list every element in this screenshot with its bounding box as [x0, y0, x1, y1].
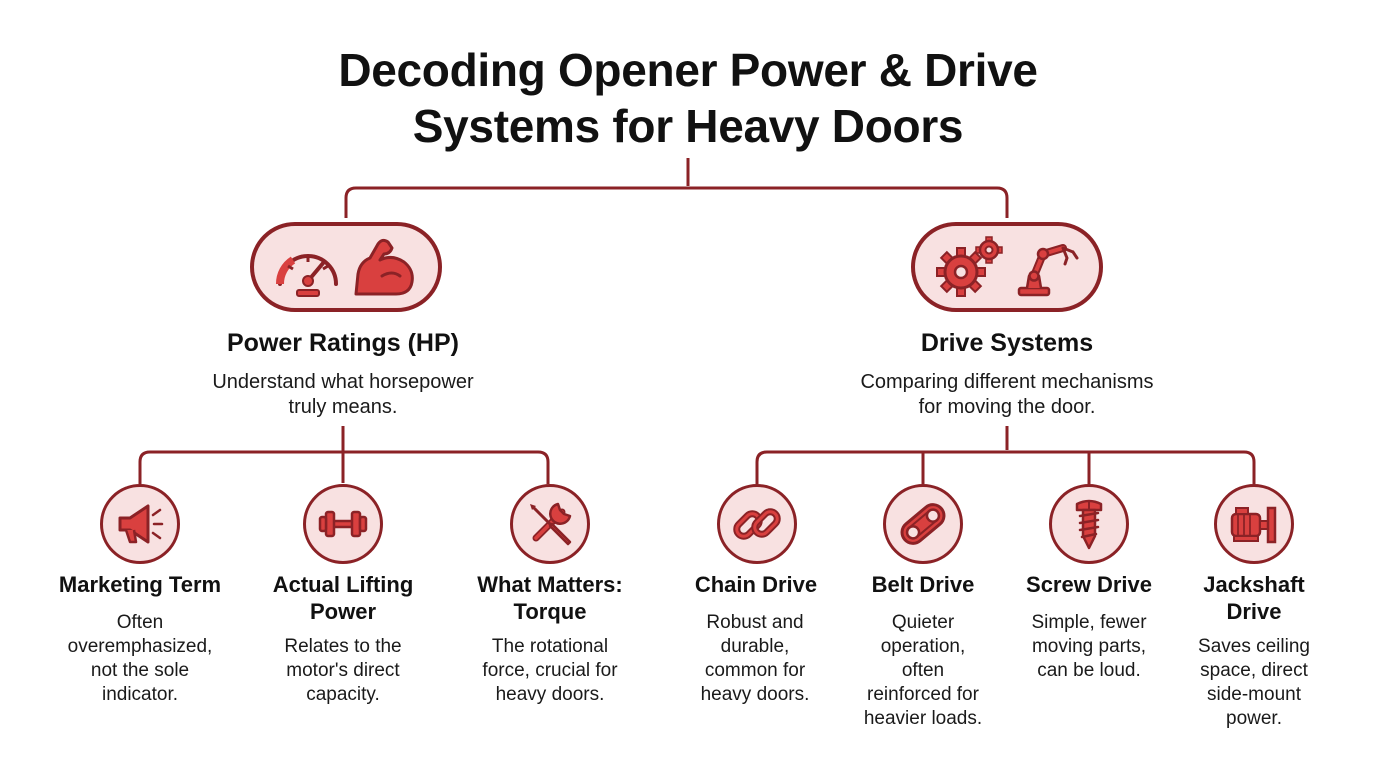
screw-drive-description: Simple, fewer moving parts, can be loud.: [1031, 612, 1147, 681]
motor-icon: [1230, 506, 1277, 544]
belt-icon: [900, 503, 946, 545]
gears-icon: [936, 236, 1003, 297]
power-ratings-title: Power Ratings (HP): [227, 329, 459, 357]
page-title: Decoding Opener Power & Drive Systems fo…: [288, 42, 1088, 154]
drive-systems-description: Comparing different mechanisms for movin…: [860, 371, 1154, 418]
screw-icon: [1075, 499, 1103, 550]
marketing-term-title: Marketing Term: [58, 572, 222, 597]
power-ratings-icon-bubble: [250, 222, 442, 312]
jackshaft-drive-description: Saves ceiling space, direct side-mount p…: [1198, 636, 1310, 729]
actual-lifting-power-title: Actual Lifting Power: [272, 572, 414, 624]
power-ratings-description: Understand what horsepower truly means.: [212, 371, 474, 418]
actual-lifting-power-description: Relates to the motor's direct capacity.: [284, 636, 402, 705]
screw-drive-icon-bubble: [1049, 484, 1129, 564]
wrench-screwdriver-icon: [530, 502, 572, 546]
belt-drive-icon-bubble: [883, 484, 963, 564]
torque-title: What Matters: Torque: [477, 572, 623, 624]
torque-icon-bubble: [510, 484, 590, 564]
belt-drive-description: Quieter operation, often reinforced for …: [863, 612, 983, 729]
torque-description: The rotational force, crucial for heavy …: [482, 636, 618, 705]
dumbbell-icon: [318, 510, 368, 538]
marketing-term-icon-bubble: [100, 484, 180, 564]
chain-drive-description: Robust and durable, common for heavy doo…: [700, 612, 810, 705]
marketing-term-description: Often overemphasized, not the sole indic…: [67, 612, 213, 705]
megaphone-icon: [118, 504, 164, 544]
flexed-arm-icon: [354, 238, 414, 296]
chain-drive-icon-bubble: [717, 484, 797, 564]
chain-drive-title: Chain Drive: [694, 572, 818, 597]
drive-systems-title: Drive Systems: [920, 329, 1094, 357]
page-title-line-2: Systems for Heavy Doors: [412, 100, 964, 152]
drive-systems-icon-bubble: [911, 222, 1103, 312]
speedometer-icon: [275, 254, 338, 297]
belt-drive-title: Belt Drive: [871, 572, 975, 597]
page-title-line-1: Decoding Opener Power & Drive: [338, 44, 1038, 96]
robot-arm-icon: [1017, 244, 1079, 297]
jackshaft-drive-icon-bubble: [1214, 484, 1294, 564]
jackshaft-drive-title: Jackshaft Drive: [1203, 572, 1305, 624]
chain-link-icon: [733, 508, 781, 540]
screw-drive-title: Screw Drive: [1026, 572, 1152, 597]
actual-lifting-power-icon-bubble: [303, 484, 383, 564]
